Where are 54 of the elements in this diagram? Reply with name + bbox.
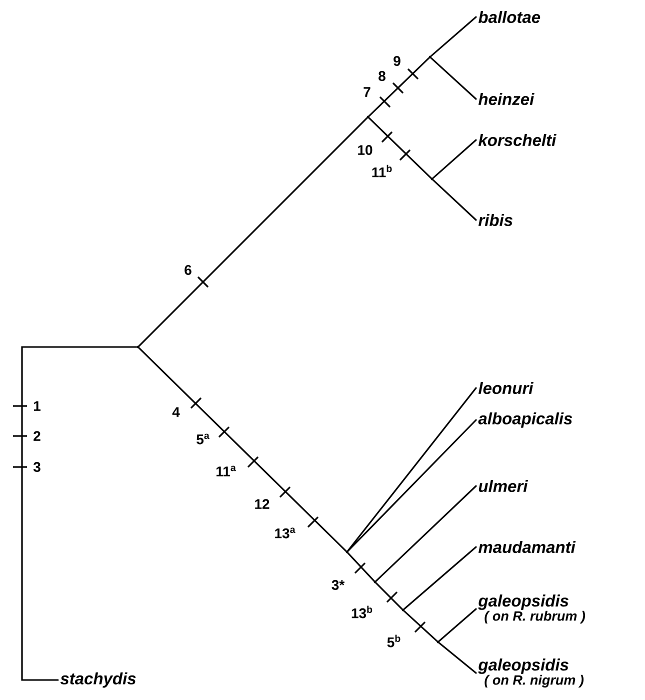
branch-line (375, 582, 403, 610)
branch-line (138, 117, 368, 347)
taxon-label: leonuri (478, 382, 534, 394)
taxon-label: alboapicalis (478, 412, 572, 428)
taxon-label: galeopsidis ( on R. nigrum ) (478, 658, 584, 688)
taxon-label: korschelti (478, 134, 556, 146)
branch-line (347, 387, 477, 552)
character-number: 9 (394, 56, 400, 66)
taxon-label: ulmeri (478, 480, 528, 492)
character-number: 5$^{a}$ (196, 434, 210, 444)
character-number: 5$^{b}$ (387, 634, 400, 648)
character-number: 10 (358, 145, 372, 155)
taxon-label: maudamanti (478, 540, 576, 554)
branch-point (366, 116, 370, 118)
branch-line (403, 546, 477, 610)
branch-point (136, 346, 140, 348)
character-number: 11$^{b}$ (372, 164, 392, 178)
branch-line (375, 485, 477, 582)
branch-line (432, 139, 477, 179)
character-number: 3* (332, 580, 345, 590)
character-number: 2 (34, 431, 40, 441)
branch-point (436, 640, 440, 644)
branch-line (347, 419, 477, 552)
branch-line (368, 57, 430, 117)
character-number: 6 (184, 265, 192, 275)
character-number: 13$^{a}$ (275, 528, 296, 538)
taxon-label: galeopsidis ( on R. rubrum ) (478, 594, 586, 624)
branch-line (438, 642, 477, 674)
character-number: 8 (378, 71, 386, 81)
branch-line (403, 610, 438, 642)
branch-line (432, 179, 477, 221)
branch-line (21, 346, 138, 681)
character-number: 3 (33, 462, 40, 472)
character-number: 4 (172, 407, 180, 417)
character-number: 11$^{a}$ (216, 466, 236, 476)
branch-line (347, 552, 375, 582)
taxon-label: stachydis (60, 672, 136, 688)
branch-point (346, 550, 348, 554)
taxon-label: ballotae (478, 10, 540, 24)
character-number: 7 (364, 87, 370, 97)
branch-point (402, 608, 404, 612)
branch-line (430, 16, 477, 57)
branch-line (368, 117, 432, 179)
taxon-label: ribis (478, 214, 512, 226)
branch-line (430, 57, 477, 100)
character-number: 1 (34, 401, 40, 411)
character-number: 12 (255, 499, 270, 509)
branch-point (374, 580, 376, 584)
branch-point (430, 178, 434, 180)
character-number: 13$^{b}$ (352, 606, 372, 618)
taxon-label: heinzei (478, 92, 534, 106)
branch-point (428, 56, 432, 58)
branch-line (438, 608, 477, 642)
branch-line (138, 347, 347, 552)
